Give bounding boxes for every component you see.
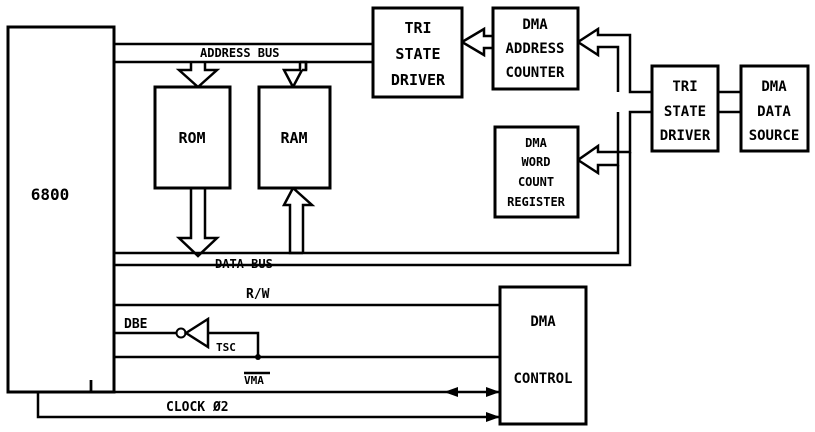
dma-data-source-line3: SOURCE — [749, 128, 800, 144]
rom-block — [153, 85, 232, 190]
dma-word-count-line4: REGISTER — [507, 195, 566, 209]
dbe-label: DBE — [124, 317, 147, 332]
tri-state-driver-2-line3: DRIVER — [660, 128, 711, 144]
dma-address-counter-line3: COUNTER — [505, 65, 565, 81]
dma-data-source-line1: DMA — [761, 79, 787, 95]
dma-control-line1: DMA — [530, 314, 556, 330]
dma-word-count-line2: WORD — [522, 155, 551, 169]
counter-to-tristate-arrow — [459, 26, 493, 58]
clock-line — [36, 392, 500, 419]
tsc-line — [114, 331, 500, 359]
tri-state-driver-2-line2: STATE — [664, 104, 706, 120]
tri-state-driver-1-line2: STATE — [395, 45, 440, 63]
vma-arrow-left — [444, 387, 458, 397]
dma-address-counter-line1: DMA — [522, 17, 548, 33]
address-bus-ram-arrow — [281, 62, 308, 90]
dma-control-line2: CONTROL — [513, 371, 572, 387]
vma-arrow-right — [486, 387, 500, 397]
dma-word-count-register-block — [493, 125, 580, 219]
tri-state-driver-2-line1: TRI — [672, 79, 697, 95]
tsc-label: TSC — [216, 341, 236, 354]
dma-address-counter-line2: ADDRESS — [505, 41, 564, 57]
clock-arrow — [486, 412, 500, 422]
inverter-buffer — [183, 316, 210, 350]
rom-label: ROM — [178, 129, 205, 147]
tri-state-driver-2-block — [650, 64, 720, 153]
address-bus-label: ADDRESS BUS — [200, 46, 279, 60]
ram-block — [257, 85, 332, 190]
dma-control-block — [498, 285, 588, 426]
dma-bus-to-databus — [114, 152, 632, 267]
dma-word-count-line3: COUNT — [518, 175, 554, 189]
tri-state-driver-1-block — [371, 6, 464, 99]
address-bus-top — [114, 42, 373, 64]
dma-data-source-line2: DATA — [757, 104, 791, 120]
dma-data-source-block — [739, 64, 810, 153]
vma-label: VMA — [244, 374, 264, 387]
tsc-junction-dot — [255, 354, 261, 360]
vma-line — [89, 380, 500, 394]
tri-state-driver-1-line1: TRI — [404, 19, 431, 37]
clock-label: CLOCK Ø2 — [166, 400, 229, 415]
databus-ram-arrow — [281, 186, 316, 253]
cpu-6800-block — [6, 25, 116, 394]
ram-label: RAM — [280, 129, 307, 147]
dma-address-counter-block — [491, 6, 580, 91]
dma-bus-to-wordcount — [575, 110, 652, 176]
rw-label: R/W — [246, 287, 270, 302]
dma-word-count-line1: DMA — [525, 136, 547, 150]
dma-bus-to-counter — [575, 26, 652, 94]
data-bus-label: DATA BUS — [215, 257, 273, 271]
cpu-label: 6800 — [31, 185, 70, 204]
rom-databus-arrow — [175, 188, 221, 258]
address-bus-rom-arrow — [175, 62, 221, 89]
datasource-to-tristate — [718, 90, 741, 114]
tri-state-driver-1-line3: DRIVER — [391, 71, 446, 89]
